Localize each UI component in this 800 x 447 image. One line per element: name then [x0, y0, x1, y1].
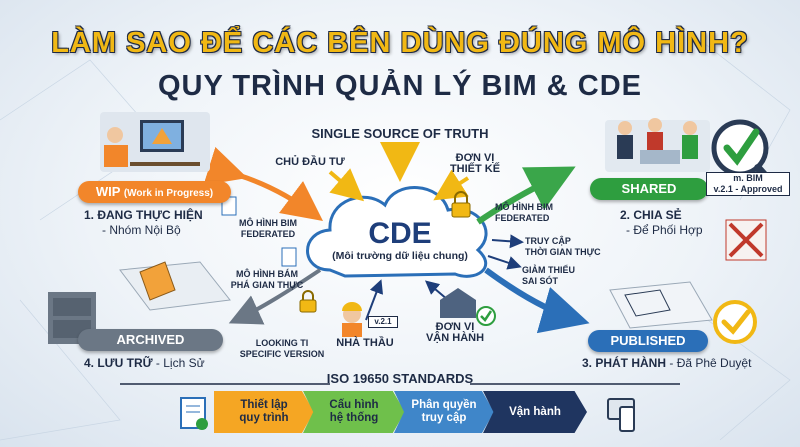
designer-label: ĐƠN VỊ THIẾT KẾ: [440, 153, 510, 175]
federated-right-line2: FEDERATED: [495, 213, 550, 223]
contractor-worker-icon: [342, 302, 362, 337]
designer-label-line2: THIẾT KẾ: [449, 163, 501, 175]
wip-caption: 1. ĐANG THỰC HIỆN: [84, 208, 203, 222]
reduce-line1: GIẢM THIỂU: [522, 265, 575, 275]
reduce-arrow: [487, 255, 522, 270]
contractor-label: NHÀ THẦU: [336, 337, 394, 349]
mbim-line1: m. BIM: [733, 173, 763, 183]
operator-label: ĐƠN VỊ VẬN HÀNH: [420, 322, 490, 344]
archived-caption-title: 4. LƯU TRỮ: [84, 356, 153, 370]
archived-state-pill[interactable]: ARCHIVED: [78, 329, 223, 351]
federated-right-line1: MÔ HÌNH BIM: [495, 202, 553, 212]
single-source-label: SINGLE SOURCE OF TRUTH: [311, 126, 489, 141]
wip-state-pill[interactable]: WIP (Work in Progress): [78, 181, 231, 203]
published-state-pill[interactable]: PUBLISHED: [588, 330, 708, 352]
mbim-line2: v.2.1 - Approved: [713, 184, 783, 194]
archived-caption-sub: - Lịch Sử: [155, 356, 205, 370]
published-drawings-illustration: [609, 281, 757, 344]
iso-standards-label: ISO 19650 STANDARDS: [326, 371, 474, 386]
shared-caption: 2. CHIA SẺ: [620, 208, 682, 222]
federated-left-line2: FEDERATED: [240, 229, 296, 239]
step-3-line2: truy cập: [421, 412, 467, 424]
federated-left-label: MÔ HÌNH BIM FEDERATED: [228, 218, 308, 240]
main-title: LÀM SAO ĐỂ CÁC BÊN DÙNG ĐÚNG MÔ HÌNH?: [51, 27, 749, 59]
rejected-model-icon: [725, 219, 767, 261]
realtime-left-line1: MÔ HÌNH BÁM: [236, 269, 298, 279]
realtime-right-line2: THỜI GIAN THỰC: [525, 247, 601, 257]
step-2-line2: hệ thống: [329, 412, 379, 424]
cde-title: CDE: [368, 217, 432, 250]
operator-line2: VẬN HÀNH: [425, 332, 485, 344]
wip-detail: (Work in Progress): [123, 188, 214, 199]
published-caption-title: 3. PHÁT HÀNH: [582, 356, 667, 370]
step-operation[interactable]: Vận hành: [483, 391, 587, 433]
published-arrow: [484, 267, 590, 334]
owner-arrow: [328, 168, 365, 202]
realtime-right-line1: TRUY CẬP: [525, 236, 571, 246]
operator-line1: ĐƠN VỊ: [435, 321, 475, 333]
shared-state-pill[interactable]: SHARED: [590, 178, 708, 200]
shared-arrow: [476, 166, 576, 225]
version-badge: v.2.1: [368, 316, 398, 328]
archived-caption: 4. LƯU TRỮ - Lịch Sử: [84, 356, 205, 370]
reduce-errors-label: GIẢM THIỂU SAI SÓT: [522, 265, 592, 287]
shared-caption-sub: - Để Phối Hợp: [626, 223, 703, 237]
step-3-line1: Phân quyền: [411, 399, 477, 411]
shared-caption-title: 2. CHIA SẺ: [620, 208, 682, 222]
contractor-arrow: [365, 279, 384, 321]
designer-label-line1: ĐƠN VỊ: [455, 152, 495, 164]
document-check-icon: [180, 397, 208, 430]
designer-arrow: [433, 169, 470, 201]
wip-arrow: [203, 146, 324, 221]
archived-arrow: [228, 268, 322, 325]
shared-meeting-illustration: [605, 118, 710, 172]
archive-cabinet-illustration: [48, 261, 231, 344]
looking-line1: LOOKING TI: [255, 338, 309, 348]
looking-line2: SPECIFIC VERSION: [239, 349, 325, 359]
step-1-line2: quy trình: [239, 412, 289, 424]
devices-icon: [607, 398, 635, 432]
mbim-approved-badge: m. BIM v.2.1 - Approved: [706, 172, 790, 196]
cde-cloud[interactable]: [306, 186, 488, 278]
lock-icon-bottom: [299, 290, 317, 313]
approved-magnifier-icon: [711, 119, 780, 192]
realtime-arrow: [491, 234, 524, 249]
realtime-right-label: TRUY CẬP THỜI GIAN THỰC: [525, 236, 605, 258]
owner-label: CHỦ ĐẦU TƯ: [275, 156, 345, 168]
step-2-line1: Cấu hình: [329, 399, 379, 411]
reduce-line2: SAI SÓT: [522, 276, 559, 286]
wip-caption-sub: - Nhóm Nội Bộ: [102, 223, 181, 237]
published-caption: 3. PHÁT HÀNH - Đã Phê Duyệt: [582, 356, 751, 370]
step-4-line1: Vận hành: [509, 405, 561, 418]
realtime-left-label: MÔ HÌNH BÁM PHÁ GIAN THỰC: [222, 269, 312, 291]
federated-left-line1: MÔ HÌNH BIM: [239, 218, 297, 228]
document-icon: [281, 247, 297, 267]
cde-subtitle: (Môi trường dữ liệu chung): [332, 250, 468, 262]
sub-title: QUY TRÌNH QUẢN LÝ BIM & CDE: [157, 70, 643, 102]
operator-building-icon: [440, 288, 496, 326]
looking-version-label: LOOKING TI SPECIFIC VERSION: [234, 338, 330, 360]
lock-icon-top: [451, 191, 471, 218]
wip-worker-illustration: [100, 112, 210, 172]
wip-label: WIP: [95, 184, 121, 199]
realtime-left-line2: PHÁ GIAN THỰC: [230, 280, 304, 290]
published-caption-sub: - Đã Phê Duyệt: [669, 356, 752, 370]
federated-right-label: MÔ HÌNH BIM FEDERATED: [495, 202, 575, 224]
step-1-line1: Thiết lập: [240, 399, 288, 411]
wip-caption-title: 1. ĐANG THỰC HIỆN: [84, 208, 203, 222]
